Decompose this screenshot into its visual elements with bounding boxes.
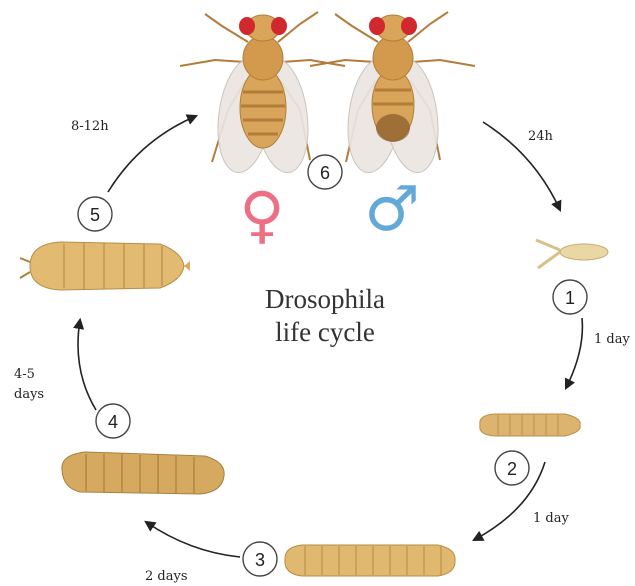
duration-label-larva2-to-larva3: 2 days bbox=[145, 569, 188, 584]
svg-text:5: 5 bbox=[90, 205, 100, 225]
duration-label-larva1-to-larva2: 1 day bbox=[533, 511, 569, 526]
first-instar-larva-illustration bbox=[480, 414, 580, 436]
male-fly-illustration bbox=[310, 12, 475, 176]
svg-text:6: 6 bbox=[320, 163, 330, 183]
duration-label-egg-to-larva1: 1 day bbox=[594, 332, 630, 347]
step-marker-1: 1 bbox=[553, 280, 587, 314]
duration-label-24h: 24h bbox=[528, 129, 554, 144]
svg-text:3: 3 bbox=[255, 550, 265, 570]
arrow-egg-to-larva1 bbox=[566, 318, 582, 388]
duration-label-pupa-to-adult: 8-12h bbox=[71, 119, 109, 134]
step-marker-6: 6 bbox=[308, 155, 342, 189]
svg-text:2: 2 bbox=[507, 459, 517, 479]
diagram-title-line2: life cycle bbox=[275, 317, 375, 347]
arrow-larva3-to-pupa bbox=[78, 320, 96, 410]
step-marker-2: 2 bbox=[495, 451, 529, 485]
step-marker-5: 5 bbox=[78, 197, 112, 231]
diagram-title-line1: Drosophila bbox=[265, 284, 385, 314]
egg-illustration bbox=[536, 240, 608, 268]
female-fly-illustration bbox=[180, 12, 345, 176]
duration-label-larva3-to-pupa-line1: 4-5 bbox=[14, 367, 35, 382]
arrow-pupa-to-adult bbox=[108, 116, 196, 192]
third-instar-larva-illustration bbox=[62, 452, 224, 494]
male-symbol: ♂ bbox=[364, 172, 420, 245]
step-marker-4: 4 bbox=[96, 404, 130, 438]
pupa-illustration bbox=[20, 242, 190, 290]
second-instar-larva-illustration bbox=[285, 545, 455, 576]
duration-label-larva3-to-pupa-line2: days bbox=[14, 387, 44, 402]
svg-text:4: 4 bbox=[108, 412, 118, 432]
step-marker-3: 3 bbox=[243, 542, 277, 576]
svg-text:1: 1 bbox=[565, 288, 575, 308]
arrow-larva2-to-larva3 bbox=[146, 522, 240, 557]
female-symbol: ♀ bbox=[239, 178, 284, 251]
